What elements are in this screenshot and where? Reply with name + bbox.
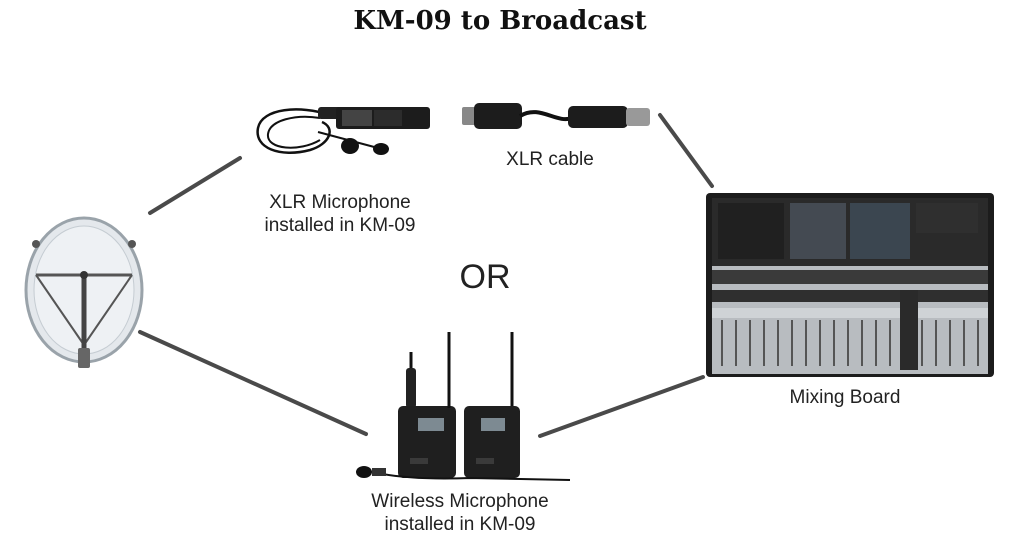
wireless-microphone-label: Wireless Microphone installed in KM-09 bbox=[371, 491, 549, 535]
mixing-board-icon bbox=[706, 193, 994, 377]
wireless-receiver-icon bbox=[447, 332, 520, 478]
parabolic-dish-icon bbox=[24, 216, 144, 368]
xlr-microphone-label: XLR Microphone installed in KM-09 bbox=[264, 192, 416, 236]
connector-dish-to-wireless bbox=[138, 330, 368, 436]
diagram-title: KM-09 to Broadcast bbox=[353, 6, 647, 36]
xlr-microphone-icon bbox=[256, 107, 430, 155]
connector-cable-to-mixer bbox=[658, 113, 714, 188]
connector-lines bbox=[138, 113, 714, 438]
xlr-cable-label: XLR cable bbox=[506, 149, 594, 170]
mixing-board-label: Mixing Board bbox=[789, 387, 901, 408]
connector-wireless-to-mixer bbox=[538, 375, 705, 438]
lavalier-microphone-icon bbox=[356, 466, 571, 481]
mixer-faders bbox=[721, 320, 979, 366]
wireless-transmitter-icon bbox=[398, 352, 456, 478]
connector-dish-to-xlr-mic bbox=[148, 156, 242, 215]
xlr-cable-icon bbox=[462, 103, 650, 129]
or-separator: OR bbox=[459, 258, 511, 296]
